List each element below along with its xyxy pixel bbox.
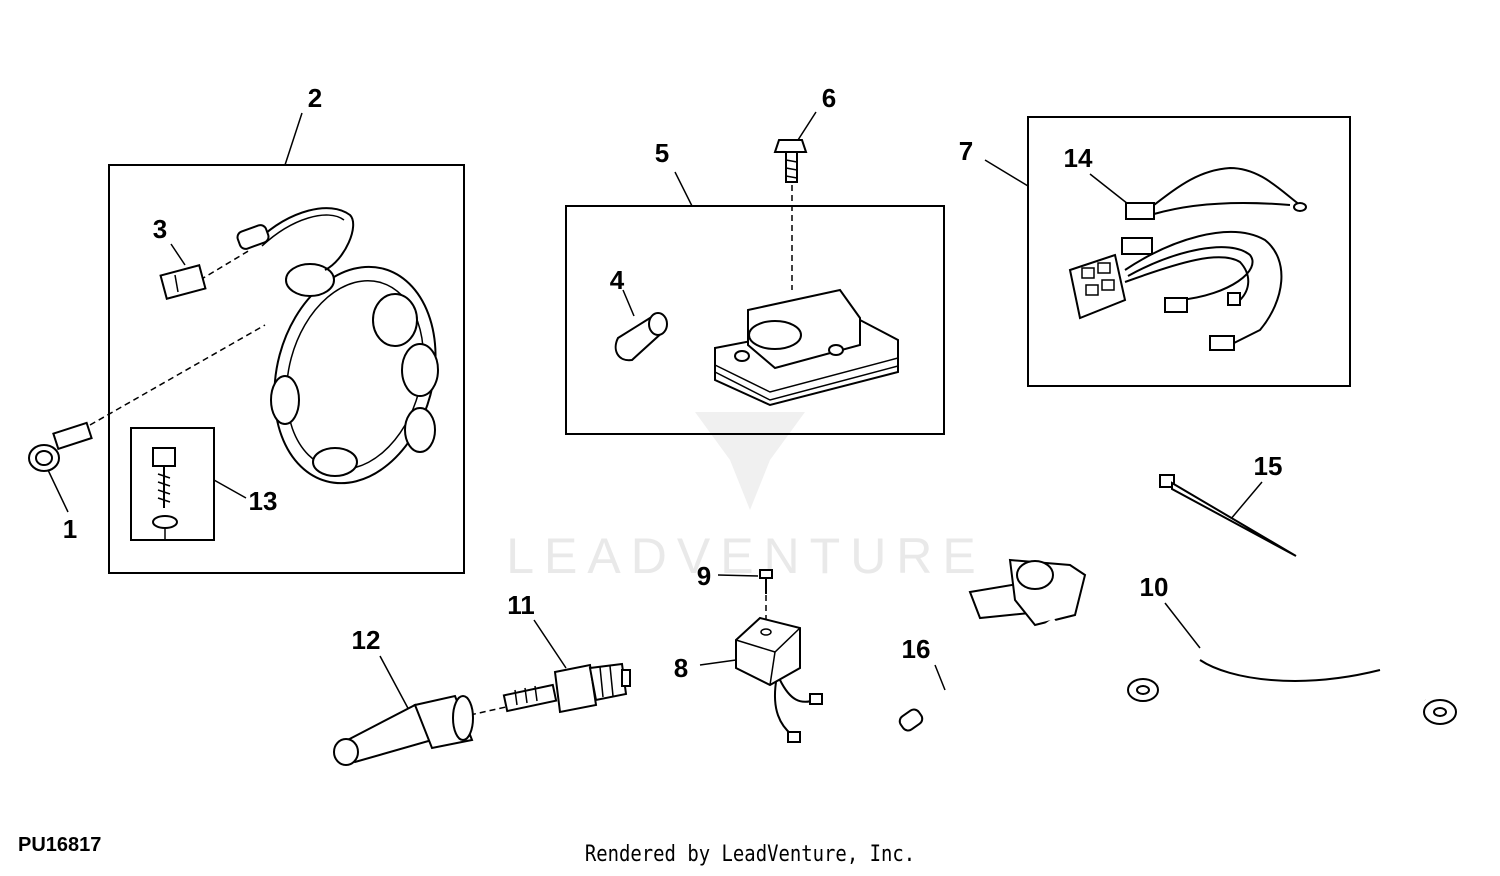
callout-14: 14 <box>1064 143 1093 173</box>
align-bolt <box>89 324 266 426</box>
leader-16 <box>934 664 946 691</box>
callout-10: 10 <box>1140 572 1169 602</box>
part-4-boot-icon <box>614 312 668 362</box>
callout-1: 1 <box>63 514 77 544</box>
leader-15 <box>1229 481 1263 521</box>
callout-4: 4 <box>610 265 625 295</box>
part-11-spark-plug-icon <box>502 662 631 714</box>
callout-16: 16 <box>902 634 931 664</box>
part-2-stator-icon <box>236 207 439 485</box>
leader-7 <box>984 159 1029 187</box>
box-screw-kit <box>130 427 215 541</box>
part-9-screw-icon <box>759 569 773 594</box>
leader-8 <box>699 659 737 666</box>
leader-6 <box>797 111 817 141</box>
leader-2 <box>284 112 303 166</box>
callout-labels: 1 2 3 4 5 6 7 8 9 10 11 12 13 14 15 16 <box>63 83 1283 683</box>
leader-14 <box>1089 173 1129 205</box>
callout-5: 5 <box>655 138 669 168</box>
leader-1 <box>47 469 69 513</box>
leader-12 <box>379 655 411 713</box>
part-6-screw-icon <box>773 139 808 183</box>
callout-8: 8 <box>674 653 688 683</box>
box-wiring-harness <box>1027 116 1351 387</box>
box-stator-assembly <box>108 164 465 574</box>
part-8-module-icon <box>735 616 823 743</box>
part-5-coil-icon <box>676 220 899 407</box>
align-connector <box>199 249 251 281</box>
callout-3: 3 <box>153 214 167 244</box>
callout-6: 6 <box>822 83 836 113</box>
leader-11 <box>533 619 567 669</box>
part-1-bolt-icon <box>28 421 93 472</box>
callout-15: 15 <box>1254 451 1283 481</box>
part-15-cable-tie-icon <box>1159 474 1297 557</box>
watermark-logo-icon <box>695 412 805 510</box>
leader-3 <box>170 243 186 266</box>
part-12-boot-cover-icon <box>333 694 474 766</box>
align-spark-plug <box>469 704 516 716</box>
figure-id: PU16817 <box>18 834 102 856</box>
callout-12: 12 <box>352 625 381 655</box>
watermark: LEADVENTURE <box>506 412 986 584</box>
callout-11: 11 <box>507 590 535 620</box>
callout-2: 2 <box>308 83 322 113</box>
leader-13 <box>213 479 247 499</box>
leader-10 <box>1164 602 1201 649</box>
part-10-ground-wire-icon <box>1127 628 1457 725</box>
leader-4 <box>622 289 635 317</box>
part-14-connector-icon <box>1125 166 1307 220</box>
box-ignition-coil <box>565 205 945 435</box>
part-3-connector-icon <box>159 264 207 300</box>
callout-7: 7 <box>959 136 973 166</box>
part-7-harness-icon <box>1068 231 1283 351</box>
watermark-text: LEADVENTURE <box>506 528 986 584</box>
credit-text: Rendered by LeadVenture, Inc. <box>584 842 916 867</box>
callout-9: 9 <box>697 561 711 591</box>
part-16-module-icon <box>898 558 1087 732</box>
leader-9 <box>717 574 759 577</box>
callout-13: 13 <box>249 486 278 516</box>
part-13-screw-icon <box>152 447 178 540</box>
leader-5 <box>674 171 693 207</box>
